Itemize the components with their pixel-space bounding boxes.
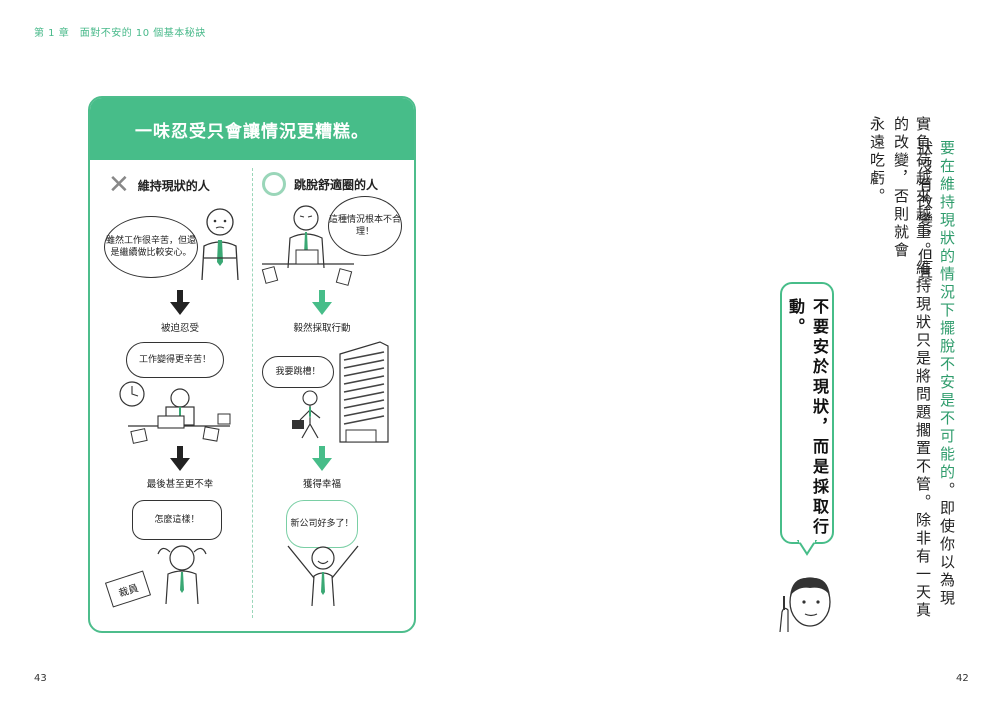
left-speech-bubble-2: 工作變得更辛苦！ (126, 342, 224, 378)
callout-tail (796, 540, 818, 556)
busy-desk-illustration (119, 381, 231, 444)
left-shout-bubble: 怎麼這樣！ (132, 500, 222, 540)
right-step-2-caption: 獲得幸福 (302, 479, 341, 490)
body-column-1-rest: 。即使你以為現狀沒有改變，但其 (916, 140, 956, 608)
frustrated-worker-illustration (261, 205, 354, 286)
left-step-1-caption: 被迫忍受 (160, 323, 199, 334)
down-arrow-icon (170, 446, 190, 471)
key-sentence: 要在維持現狀的情況下擺脫不安是不可能的 (938, 140, 956, 482)
comparison-card: 一味忍受只會讓情況更糟糕。 ✕ 維持現狀的人 跳脫舒適圈的人 雖然工作很辛苦，但… (88, 96, 416, 633)
leaving-office-illustration (292, 341, 389, 443)
left-column-header: ✕ 維持現狀的人 (108, 172, 210, 198)
left-speech-bubble-1: 雖然工作很辛苦，但還是繼續做比較安心。 (104, 216, 198, 278)
action-callout: 不要安於現狀，而是採取行動。 (780, 282, 834, 544)
cross-icon: ✕ (108, 170, 130, 200)
right-column-title: 跳脫舒適圈的人 (294, 177, 379, 192)
right-speech-bubble-1: 這種情況根本不合理！ (328, 196, 402, 256)
green-down-arrow-icon (312, 446, 332, 471)
page-number-right: 42 (956, 673, 969, 684)
body-column-2: 實負荷越來越重。維持現狀只是將問題擱置不管。除非有一天真的改變，否則就會 (892, 116, 932, 620)
pointing-man-illustration (779, 577, 831, 633)
office-worker-illustration (201, 208, 239, 281)
right-speech-bubble-2: 我要跳槽！ (262, 356, 334, 388)
right-happy-bubble: 新公司好多了！ (286, 500, 358, 548)
right-column-header: 跳脫舒適圈的人 (262, 172, 378, 196)
card-title: 一味忍受只會讓情況更糟糕。 (90, 98, 414, 160)
circle-icon (262, 172, 286, 196)
page-number-left: 43 (34, 673, 47, 684)
green-down-arrow-icon (312, 290, 332, 315)
action-callout-text: 不要安於現狀，而是採取行動。 (786, 298, 829, 538)
left-step-2-caption: 最後甚至更不幸 (146, 479, 214, 490)
down-arrow-icon (170, 290, 190, 315)
column-divider (252, 168, 253, 618)
happy-worker-illustration (287, 545, 359, 606)
left-column-title: 維持現狀的人 (137, 178, 210, 193)
body-column-3: 永遠吃虧。 (868, 116, 886, 206)
body-column-1: 要在維持現狀的情況下擺脫不安是不可能的。即使你以為現狀沒有改變，但其 (914, 140, 958, 620)
distressed-worker-illustration (157, 545, 207, 604)
right-step-1-caption: 毅然採取行動 (293, 323, 351, 334)
chapter-header: 第 1 章 面對不安的 10 個基本秘訣 (34, 28, 206, 39)
